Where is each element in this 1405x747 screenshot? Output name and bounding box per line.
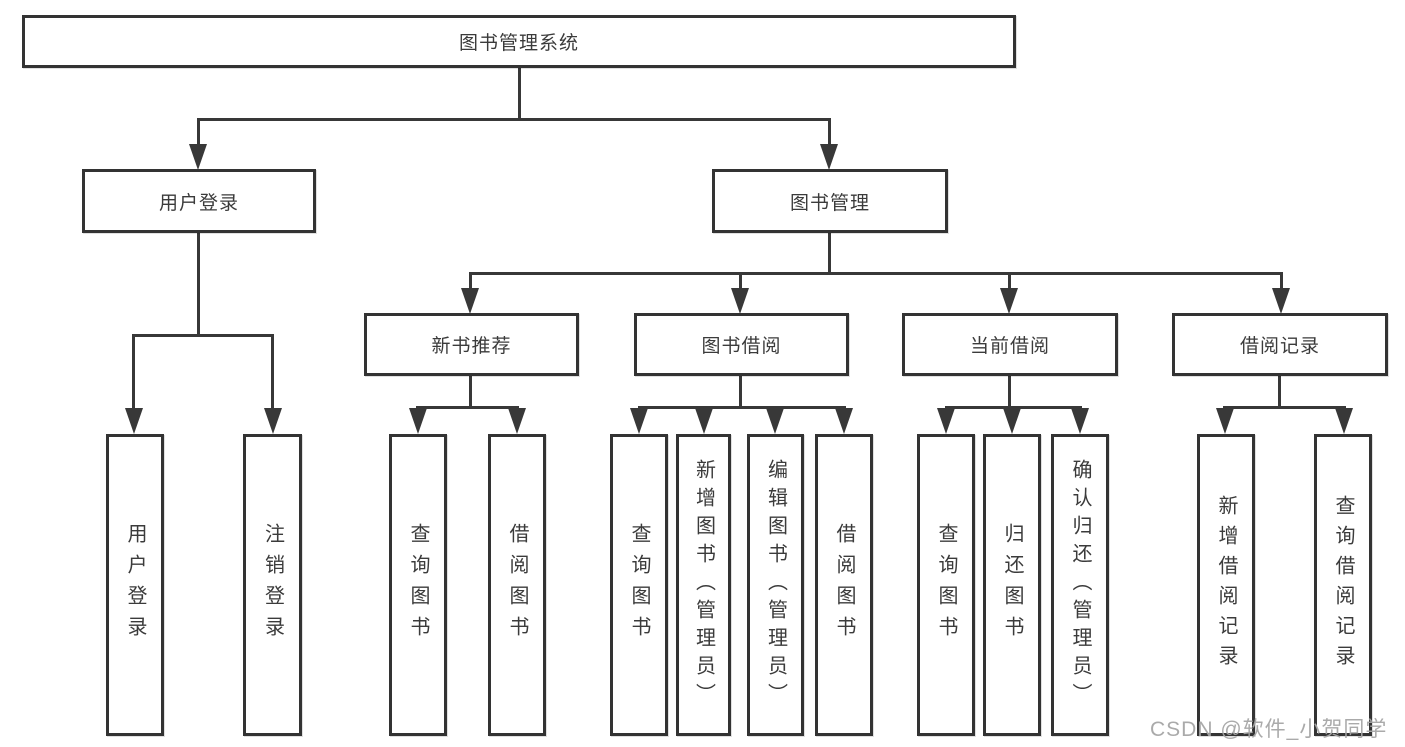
arrow-down-icon <box>695 408 713 434</box>
arrow-down-icon <box>1000 288 1018 314</box>
arrow-down-icon <box>937 408 955 434</box>
connector-leaf-drop <box>132 334 135 410</box>
node-book-borrow: 图书借阅 <box>634 313 849 376</box>
leaf-borrow-books-1: 借阅图书 <box>488 434 546 736</box>
arrow-down-icon <box>189 144 207 170</box>
node-current-borrow: 当前借阅 <box>902 313 1118 376</box>
leaf-edit-book-admin: 编辑图书（管理员） <box>747 434 804 736</box>
connector-user-login-drop <box>197 118 200 146</box>
leaf-query-books-1: 查询图书 <box>389 434 447 736</box>
node-label: 图书借阅 <box>701 336 782 357</box>
connector-user-login-stem <box>197 233 200 337</box>
connector-level3-drop <box>1280 272 1283 290</box>
arrow-down-icon <box>1071 408 1089 434</box>
connector-new-book-rec-stem <box>469 376 472 408</box>
arrow-down-icon <box>125 408 143 434</box>
leaf-logout: 注销登录 <box>243 434 302 736</box>
arrow-down-icon <box>820 144 838 170</box>
node-label: 编辑图书（管理员） <box>764 459 787 711</box>
node-label: 新增图书（管理员） <box>692 459 715 711</box>
connector-borrow-records-stem <box>1278 376 1281 408</box>
leaf-query-borrow-record: 查询借阅记录 <box>1314 434 1372 736</box>
arrow-down-icon <box>630 408 648 434</box>
node-label: 新增借阅记录 <box>1215 495 1237 675</box>
node-label: 查询图书 <box>407 523 429 647</box>
arrow-down-icon <box>1216 408 1234 434</box>
node-label: 借阅记录 <box>1239 336 1320 357</box>
node-label: 查询借阅记录 <box>1332 495 1354 675</box>
leaf-borrow-books-2: 借阅图书 <box>815 434 873 736</box>
node-label: 新书推荐 <box>431 336 512 357</box>
node-label: 查询图书 <box>628 523 650 647</box>
connector-level3-drop <box>739 272 742 290</box>
node-label: 图书管理系统 <box>458 33 579 54</box>
node-borrow-records: 借阅记录 <box>1172 313 1388 376</box>
connector-leaf-drop <box>271 334 274 410</box>
connector-book-borrow-branch <box>638 406 846 409</box>
node-root: 图书管理系统 <box>22 15 1016 68</box>
arrow-down-icon <box>264 408 282 434</box>
connector-level3-drop <box>469 272 472 290</box>
leaf-add-borrow-record: 新增借阅记录 <box>1197 434 1255 736</box>
node-book-mgmt: 图书管理 <box>712 169 948 233</box>
connector-borrow-records-branch <box>1223 406 1346 409</box>
node-label: 注销登录 <box>261 523 284 647</box>
csdn-watermark: CSDN @软件_小贺同学 <box>1150 718 1388 741</box>
arrow-down-icon <box>508 408 526 434</box>
connector-book-mgmt-drop <box>828 118 831 146</box>
node-label: 借阅图书 <box>506 523 528 647</box>
leaf-query-books-2: 查询图书 <box>610 434 668 736</box>
leaf-user-login: 用户登录 <box>106 434 164 736</box>
arrow-down-icon <box>1003 408 1021 434</box>
arrow-down-icon <box>731 288 749 314</box>
node-label: 用户登录 <box>158 192 239 214</box>
leaf-return-books: 归还图书 <box>983 434 1041 736</box>
connector-book-borrow-stem <box>739 376 742 408</box>
arrow-down-icon <box>1272 288 1290 314</box>
connector-current-borrow-branch <box>945 406 1082 409</box>
leaf-query-books-3: 查询图书 <box>917 434 975 736</box>
node-user-login: 用户登录 <box>82 169 316 233</box>
connector-current-borrow-stem <box>1008 376 1011 408</box>
node-label: 借阅图书 <box>833 523 855 647</box>
node-label: 查询图书 <box>935 523 957 647</box>
node-label: 当前借阅 <box>969 336 1050 357</box>
node-new-book-rec: 新书推荐 <box>364 313 579 376</box>
arrow-down-icon <box>409 408 427 434</box>
arrow-down-icon <box>1335 408 1353 434</box>
arrow-down-icon <box>461 288 479 314</box>
node-label: 图书管理 <box>789 192 870 214</box>
node-label: 归还图书 <box>1001 523 1023 647</box>
connector-user-login-branch <box>132 334 274 337</box>
arrow-down-icon <box>835 408 853 434</box>
arrow-down-icon <box>766 408 784 434</box>
connector-root-stem <box>518 66 521 120</box>
connector-book-mgmt-stem <box>828 233 831 275</box>
leaf-add-book-admin: 新增图书（管理员） <box>676 434 731 736</box>
connector-root-branch <box>197 118 831 121</box>
node-label: 确认归还（管理员） <box>1069 459 1091 711</box>
node-label: 用户登录 <box>124 523 146 647</box>
leaf-confirm-return-admin: 确认归还（管理员） <box>1051 434 1109 736</box>
connector-new-book-rec-branch <box>416 406 519 409</box>
connector-level3-drop <box>1008 272 1011 290</box>
connector-book-mgmt-branch <box>469 272 1283 275</box>
